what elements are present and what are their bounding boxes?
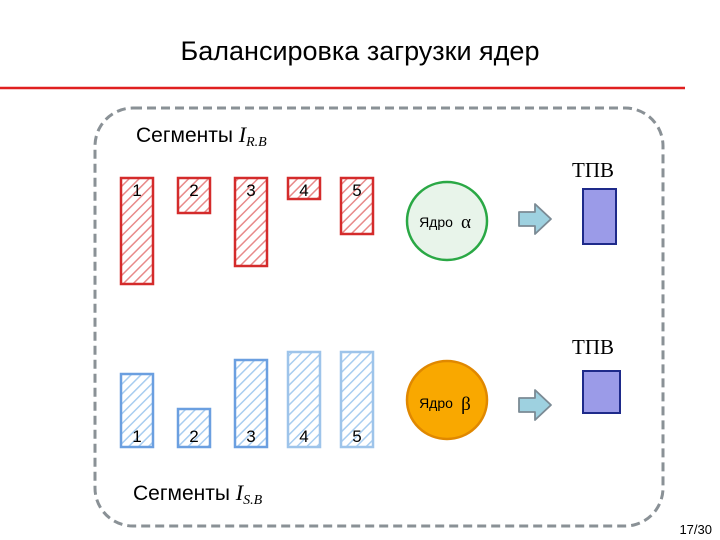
- bottom-segment-label-2: 2: [189, 427, 198, 446]
- top-segments-label-math: I: [238, 122, 248, 147]
- top-segments-label-sub: R.B: [245, 135, 267, 150]
- top-segment-label-3: 3: [246, 181, 255, 200]
- core-beta-symbol: β: [461, 394, 471, 415]
- bottom-segments-label-sub: S.B: [243, 493, 263, 508]
- bottom-tpv-box: [582, 370, 621, 414]
- top-segment-label-1: 1: [132, 181, 141, 200]
- bottom-segment-label-4: 4: [299, 427, 308, 446]
- bottom-segment-4: [286, 350, 322, 449]
- top-segment-4: [286, 176, 322, 201]
- bottom-segment-label-1: 1: [132, 427, 141, 446]
- bottom-segment-5: [339, 350, 375, 449]
- bottom-tpv-label: ТПВ: [572, 335, 614, 359]
- top-segment-3: [233, 176, 269, 268]
- bottom-segment-label-5: 5: [352, 427, 361, 446]
- bottom-segment-1: [119, 372, 155, 449]
- core-beta-label: Ядро: [419, 395, 453, 411]
- top-segment-label-2: 2: [189, 181, 198, 200]
- core-beta-circle: [405, 359, 489, 441]
- top-tpv-label: ТПВ: [572, 158, 614, 182]
- core-alpha-label: Ядро: [419, 214, 453, 230]
- top-segments-label-text: Сегменты: [136, 124, 239, 147]
- top-segment-1: [119, 176, 155, 286]
- top-segments-group: 1 2 3 4 5: [119, 176, 375, 286]
- bottom-arrow-icon: [518, 389, 552, 421]
- dashed-frame: [93, 106, 665, 528]
- top-arrow-icon: [518, 203, 552, 235]
- bottom-segment-label-3: 3: [246, 427, 255, 446]
- bottom-segment-2: [176, 407, 212, 449]
- top-segment-label-5: 5: [352, 181, 361, 200]
- bottom-segments-label-text: Сегменты: [133, 482, 236, 505]
- bottom-segments-label: Сегменты IS.B: [133, 480, 263, 508]
- core-beta: Ядро β: [405, 359, 489, 441]
- bottom-segment-3: [233, 358, 269, 449]
- slide-title: Балансировка загрузки ядер: [181, 36, 540, 66]
- core-alpha: Ядро α: [405, 180, 489, 262]
- core-alpha-symbol: α: [461, 212, 471, 233]
- top-segment-label-4: 4: [299, 181, 308, 200]
- core-alpha-circle: [405, 180, 489, 262]
- top-tpv-box: [582, 188, 617, 245]
- top-segment-2: [176, 176, 212, 215]
- top-segment-5: [339, 176, 375, 236]
- bottom-segments-group: 1 2 3 4 5: [119, 350, 375, 449]
- page-number: 17/30: [679, 522, 712, 537]
- bottom-segments-label-math: I: [235, 480, 245, 505]
- top-segments-label: Сегменты IR.B: [136, 122, 267, 150]
